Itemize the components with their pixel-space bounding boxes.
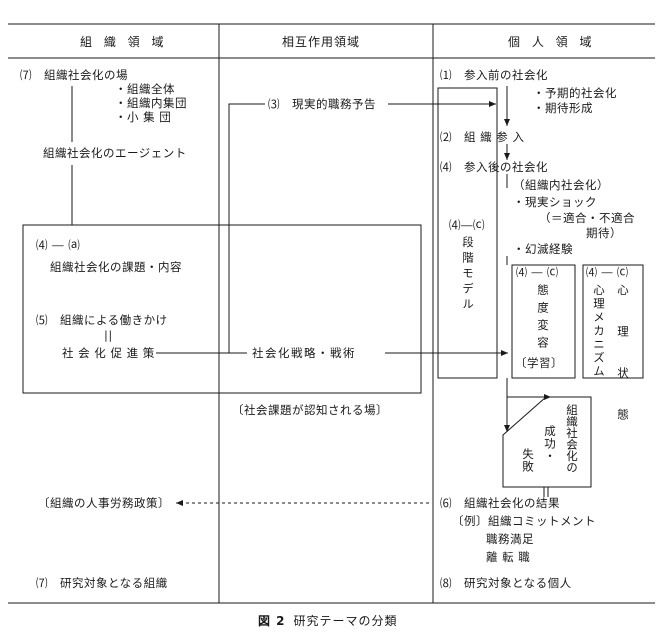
rjp-connector xyxy=(186,103,265,354)
socialization-task-box xyxy=(22,224,422,394)
stage-model-box xyxy=(437,87,498,379)
org-entry: ⑵ 組 織 参 入 xyxy=(440,130,525,144)
attitude-change-text: 態度変容 xyxy=(536,284,550,354)
psych-state-text: 心 理 状 態 xyxy=(616,284,630,428)
expectation-formation: ・期待形成 xyxy=(533,101,593,115)
reality-shock: ・現実ショック xyxy=(513,195,597,209)
example-org-commitment: 〔例〕組織コミットメント xyxy=(452,514,596,528)
hr-policy: 〔組織の人事労務政策〕 xyxy=(38,496,170,510)
psych-mechanism-text: 心理メカニズム xyxy=(592,284,606,379)
stage-model-text: 段階モデル xyxy=(461,236,475,314)
figure-title: 研究テーマの分類 xyxy=(293,614,398,628)
attitude-box xyxy=(511,264,576,379)
interaction-domain-header: 相互作用領域 xyxy=(282,35,361,49)
socialization-tasks: 組織社会化の課題・内容 xyxy=(50,260,182,274)
disillusionment: ・幻滅経験 xyxy=(513,242,573,256)
research-individual: ⑻ 研究対象となる個人 xyxy=(440,576,572,590)
turnover: 離 転 職 xyxy=(486,550,531,564)
success-failure-box xyxy=(502,396,592,488)
intra-org-socialization: （組織内社会化） xyxy=(513,178,609,192)
expectation-paren: 期待） xyxy=(586,226,622,240)
socialization-strategy: 社会化戦略・戦術 xyxy=(252,346,356,360)
org-influence: ⑸ 組織による働きかけ xyxy=(36,313,168,327)
org-socialization-place: ⑺ 組織社会化の場 xyxy=(20,68,128,82)
realistic-job-preview: ⑶ 現実的職務予告 xyxy=(268,97,376,111)
learning-label: 〔学習〕 xyxy=(515,356,563,370)
fit-misfit: （＝適合・不適合 xyxy=(539,211,635,225)
socialization-outcome: ⑹ 組織社会化の結果 xyxy=(440,496,560,510)
success-col-3: 組織社会化の xyxy=(565,404,579,473)
psych-label: ⑷ ― ⒞ xyxy=(586,266,629,279)
socialization-promotion: 社 会 化 促 進 策 xyxy=(62,346,155,360)
individual-domain-header: 個 人 領 域 xyxy=(508,35,596,49)
figure-caption: 図 2 研究テーマの分類 xyxy=(258,614,398,628)
research-org: ⑺ 研究対象となる組織 xyxy=(36,576,168,590)
item-4a-label: ⑷ ― ⒜ xyxy=(36,238,81,252)
bullet-whole-org: ・組織全体 xyxy=(115,82,175,96)
psych-box xyxy=(582,264,644,379)
org-influence-equals: || xyxy=(104,328,113,342)
task-recognition-place: 〔社会課題が認知される場〕 xyxy=(232,403,388,417)
figure-number: 図 2 xyxy=(258,614,286,628)
job-satisfaction: 職務満足 xyxy=(486,532,534,546)
pre-entry-socialization: ⑴ 参入前の社会化 xyxy=(440,68,548,82)
anticipatory-socialization: ・予期的社会化 xyxy=(533,86,617,100)
bullet-intra-group: ・組織内集団 xyxy=(115,96,187,110)
post-entry-socialization: ⑷ 参入後の社会化 xyxy=(440,160,548,174)
success-col-2: 成功・ xyxy=(543,425,557,463)
success-col-1: 失敗 xyxy=(521,448,535,473)
stage-model-label: ⑷―⒞ xyxy=(449,218,485,232)
socialization-agent: 組織社会化のエージェント xyxy=(43,146,187,160)
attitude-label: ⑷ ― ⒞ xyxy=(516,266,559,279)
bullet-small-group: ・小 集 団 xyxy=(115,110,172,124)
org-domain-header: 組 織 領 域 xyxy=(80,35,168,49)
